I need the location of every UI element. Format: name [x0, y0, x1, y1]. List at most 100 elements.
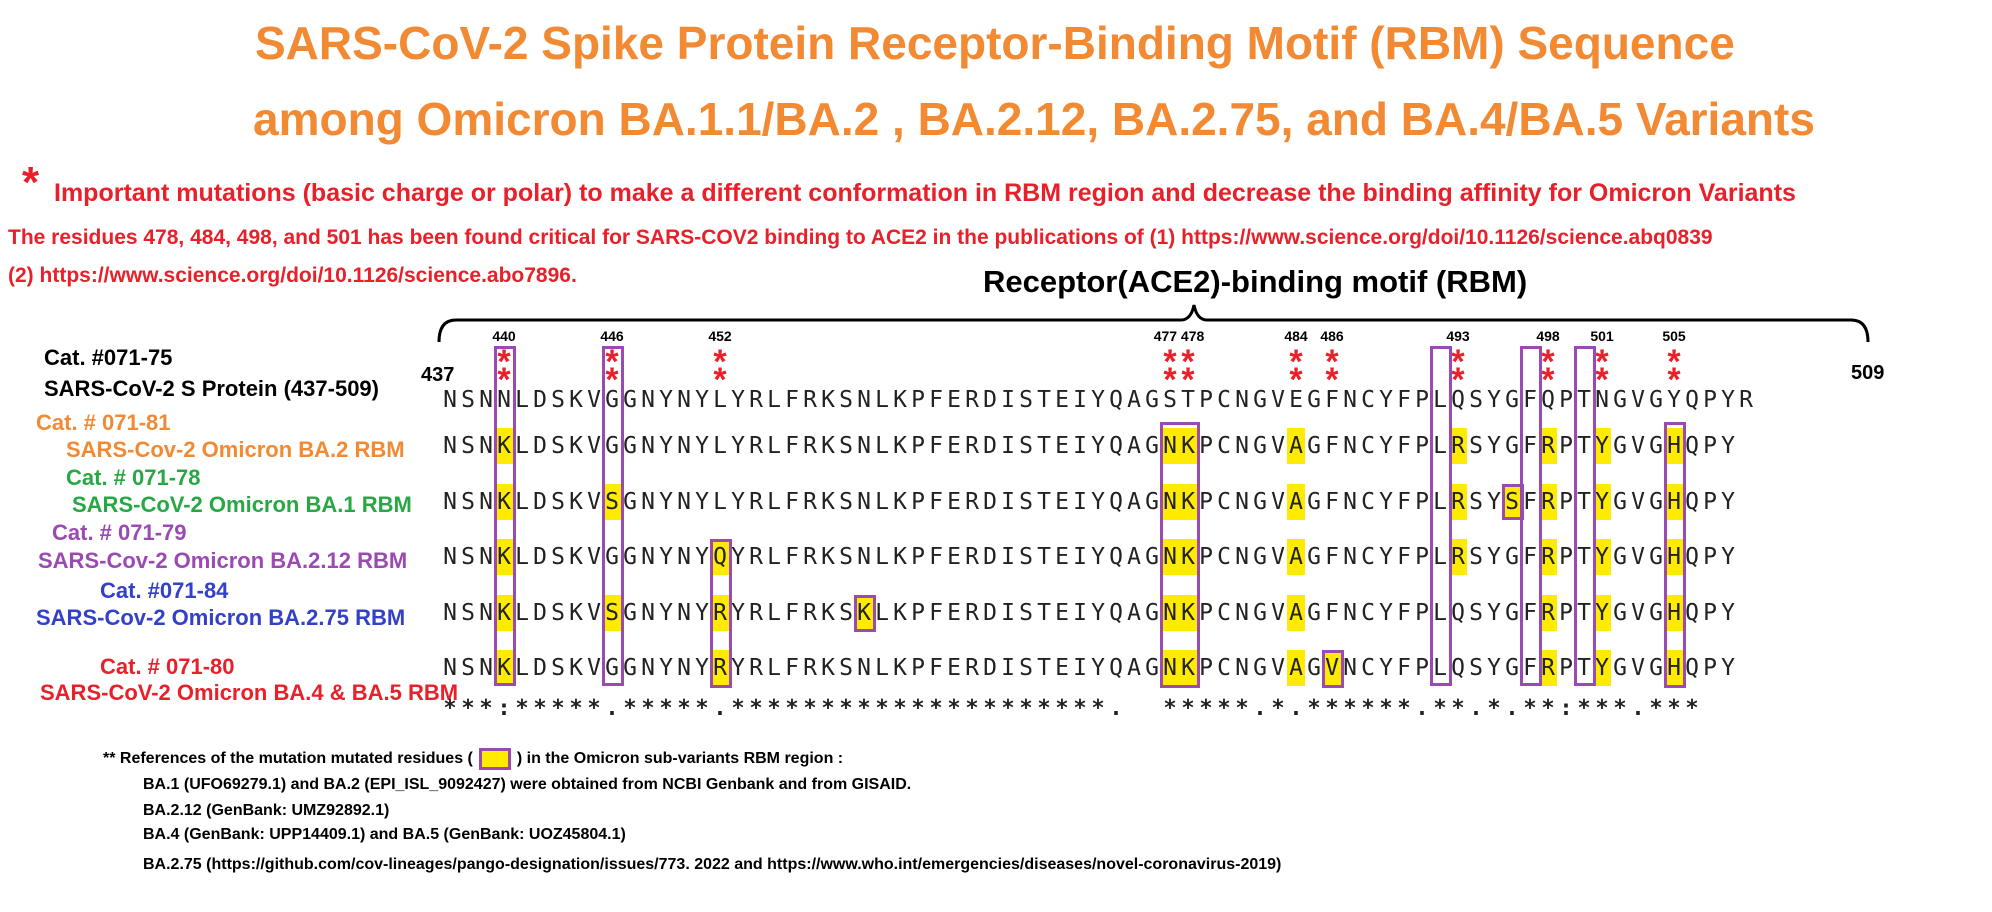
- mutated-residue: Y: [1593, 650, 1611, 686]
- conservation-mark: *: [1001, 696, 1015, 721]
- residue: P: [1199, 489, 1213, 515]
- residue: G: [1613, 387, 1627, 413]
- conservation-mark: *: [659, 696, 673, 721]
- mutated-residue: V: [1323, 650, 1341, 686]
- residue: Q: [1109, 489, 1123, 515]
- residue: N: [443, 544, 457, 570]
- residue: Y: [1379, 544, 1393, 570]
- residue: P: [911, 600, 925, 626]
- position-number-6: 493: [1446, 328, 1470, 344]
- residue: G: [623, 655, 637, 681]
- residue: Y: [1091, 387, 1105, 413]
- residue: S: [839, 600, 853, 626]
- residue: F: [1523, 489, 1537, 515]
- residue: K: [569, 387, 583, 413]
- mutation-star-icon: *: [1325, 361, 1339, 399]
- residue: L: [875, 489, 889, 515]
- residue: V: [1271, 489, 1285, 515]
- mutated-residue: H: [1665, 650, 1683, 686]
- mutation-box-inner-49: [1322, 650, 1344, 688]
- residue: F: [929, 489, 943, 515]
- residue: D: [983, 433, 997, 459]
- residue: I: [1001, 600, 1015, 626]
- residue: S: [551, 655, 565, 681]
- residue: Y: [695, 387, 709, 413]
- residue: T: [1577, 544, 1591, 570]
- residue: A: [1127, 387, 1141, 413]
- conservation-mark: .: [1289, 696, 1303, 721]
- residue: Y: [695, 655, 709, 681]
- residue: Q: [1685, 544, 1699, 570]
- residue: R: [965, 489, 979, 515]
- residue: K: [893, 433, 907, 459]
- residue: Q: [1685, 387, 1699, 413]
- residue: R: [803, 387, 817, 413]
- residue: P: [1199, 387, 1213, 413]
- residue: D: [533, 433, 547, 459]
- residue: R: [965, 600, 979, 626]
- residue: K: [821, 655, 835, 681]
- legend-mutation-swatch: [478, 748, 511, 770]
- residue: Y: [731, 655, 745, 681]
- residue: F: [929, 387, 943, 413]
- residue: T: [1181, 387, 1195, 413]
- residue: L: [767, 489, 781, 515]
- conservation-mark: *: [533, 696, 547, 721]
- residue: R: [803, 655, 817, 681]
- residue: G: [1649, 387, 1663, 413]
- position-number-7: 498: [1536, 328, 1560, 344]
- residue: R: [803, 489, 817, 515]
- residue: L: [767, 655, 781, 681]
- note-star-icon: *: [22, 158, 40, 207]
- mutation-star-icon: *: [1667, 361, 1681, 399]
- mutation-star-icon: *: [605, 361, 619, 399]
- conservation-mark: *: [1577, 696, 1591, 721]
- residue: E: [947, 600, 961, 626]
- residue: D: [983, 387, 997, 413]
- conservation-mark: *: [839, 696, 853, 721]
- residue: F: [1397, 387, 1411, 413]
- residue: T: [1037, 600, 1051, 626]
- residue: K: [821, 544, 835, 570]
- residue: N: [479, 387, 493, 413]
- conservation-mark: *: [1451, 696, 1465, 721]
- residue: A: [1127, 600, 1141, 626]
- conservation-mark: *: [1181, 696, 1195, 721]
- residue: S: [839, 387, 853, 413]
- sequence-name-2: SARS-CoV-2 Omicron BA.1 RBM: [72, 492, 412, 517]
- residue: N: [1343, 600, 1357, 626]
- conservation-mark: *: [911, 696, 925, 721]
- residue: S: [1019, 655, 1033, 681]
- end-position: 509: [1851, 362, 1885, 384]
- mutated-residue: Y: [1593, 428, 1611, 464]
- conservation-mark: *: [1163, 696, 1177, 721]
- conservation-mark: *: [785, 696, 799, 721]
- residue: Q: [1109, 544, 1123, 570]
- residue: N: [1235, 433, 1249, 459]
- mutation-star-icon: *: [1181, 361, 1195, 399]
- residue: C: [1361, 600, 1375, 626]
- residue: F: [1397, 544, 1411, 570]
- mutated-residue: R: [1449, 484, 1467, 520]
- residue: Q: [1685, 655, 1699, 681]
- residue: N: [641, 655, 655, 681]
- residue: S: [1469, 433, 1483, 459]
- mutated-residue: K: [1179, 595, 1197, 631]
- mutated-residue: N: [1161, 595, 1179, 631]
- residue: I: [1073, 600, 1087, 626]
- residue: G: [1307, 489, 1321, 515]
- residue: Y: [1487, 544, 1501, 570]
- residue: G: [1253, 600, 1267, 626]
- residue: E: [947, 489, 961, 515]
- residue: K: [821, 600, 835, 626]
- residue: L: [767, 544, 781, 570]
- residue: S: [839, 655, 853, 681]
- mutated-residue: K: [1179, 484, 1197, 520]
- reference-line-3: BA.4 (GenBank: UPP14409.1) and BA.5 (Gen…: [143, 826, 626, 843]
- residue: L: [875, 387, 889, 413]
- conservation-mark: *: [1271, 696, 1285, 721]
- residue: L: [515, 433, 529, 459]
- residue: G: [1307, 544, 1321, 570]
- residue: V: [1271, 655, 1285, 681]
- mutated-residue: Y: [1593, 539, 1611, 575]
